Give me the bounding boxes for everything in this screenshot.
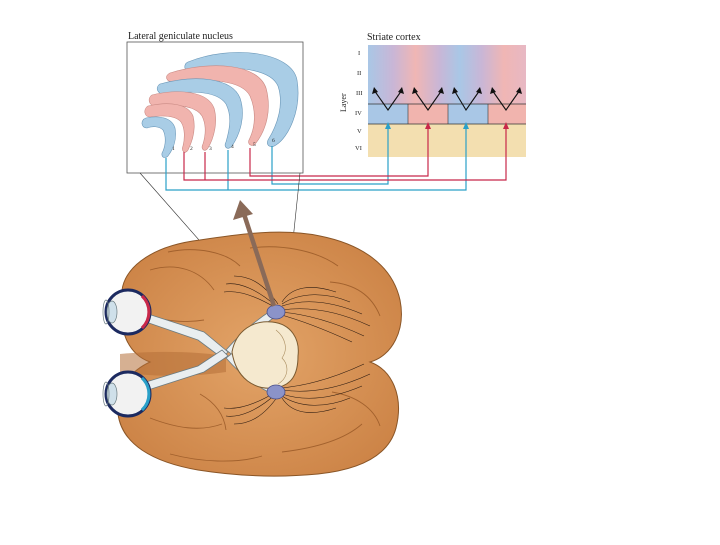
cortex-column-contra-2 [488, 104, 526, 124]
brain-ventral-view [103, 200, 401, 476]
lgn-panel: Lateral geniculate nucleus 1 2 3 4 5 6 [127, 31, 303, 173]
arrow-head [233, 200, 253, 220]
lgn-layer-number-3: 3 [209, 146, 212, 152]
lgn-layer-number-4: 4 [231, 144, 234, 150]
cortex-title: Striate cortex [367, 32, 421, 43]
cortex-column-contra-1 [408, 104, 448, 124]
layer-label-iii: III [356, 90, 363, 97]
lgn-layer-number-1: 1 [172, 146, 175, 152]
lgn-upper [267, 305, 285, 319]
lgn-title: Lateral geniculate nucleus [128, 31, 233, 42]
cortex-panel: Striate cortex I II III IV V VI Layer [339, 32, 526, 157]
layer-label-ii: II [357, 70, 361, 77]
cortex-upper-layers [368, 45, 526, 104]
lgn-layer-number-2: 2 [190, 146, 193, 152]
cortex-deep-layers [368, 124, 526, 157]
layer-axis-label: Layer [339, 93, 348, 112]
cortex-column-ipsi-1 [368, 104, 408, 124]
layer-label-v: V [357, 128, 362, 135]
layer-label-vi: VI [355, 145, 362, 152]
lgn-layer-number-6: 6 [272, 138, 275, 144]
lgn-lower [267, 385, 285, 399]
eye-upper [103, 290, 150, 334]
layer-label-i: I [358, 50, 360, 57]
lgn-layer-number-5: 5 [253, 142, 256, 148]
eye-lower [103, 372, 150, 416]
layer-label-iv: IV [355, 110, 362, 117]
